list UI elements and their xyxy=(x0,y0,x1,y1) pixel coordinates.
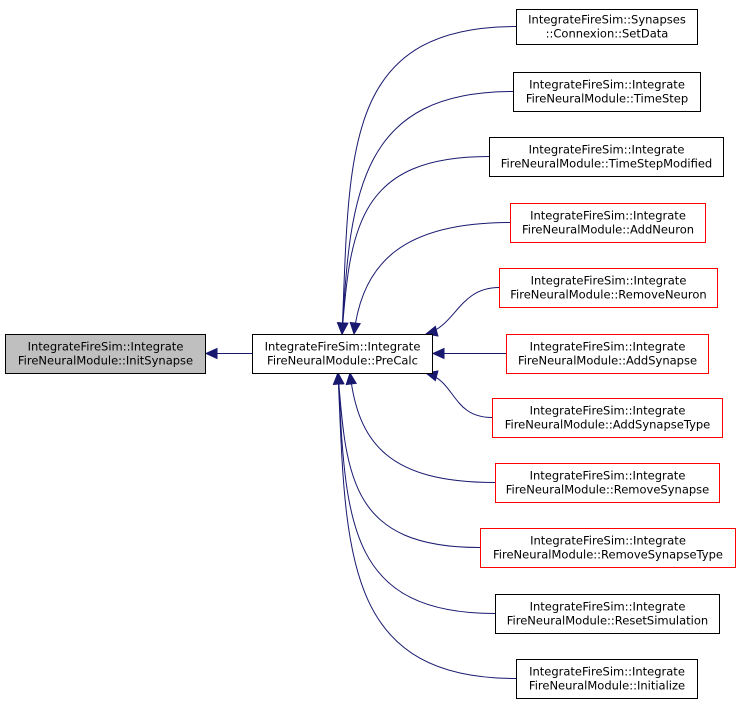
node-label-line: FireNeuralModule::AddSynapseType xyxy=(505,418,711,432)
edge-time-step-to-pre-calc xyxy=(336,91,514,336)
edge-arrow xyxy=(337,322,349,336)
node-label-line: FireNeuralModule::TimeStep xyxy=(526,92,688,106)
node-label-line: IntegrateFireSim::Integrate xyxy=(530,209,686,223)
node-label-line: IntegrateFireSim::Integrate xyxy=(530,404,686,418)
node-reset-simulation[interactable]: IntegrateFireSim::IntegrateFireNeuralMod… xyxy=(495,594,720,634)
node-remove-neuron[interactable]: IntegrateFireSim::IntegrateFireNeuralMod… xyxy=(499,268,718,308)
node-label-line: IntegrateFireSim::Integrate xyxy=(530,534,686,548)
edge-line xyxy=(341,26,517,335)
edge-line xyxy=(341,156,490,335)
edge-line xyxy=(341,91,514,335)
node-label-line: IntegrateFireSim::Integrate xyxy=(531,274,687,288)
node-label-line: IntegrateFireSim::Integrate xyxy=(530,340,686,354)
node-box xyxy=(5,334,206,374)
node-box xyxy=(506,334,709,374)
edge-arrow xyxy=(204,347,218,360)
nodes: IntegrateFireSim::IntegrateFireNeuralMod… xyxy=(5,9,736,699)
node-box xyxy=(480,528,736,568)
node-box xyxy=(492,398,723,438)
node-label-line: FireNeuralModule::RemoveNeuron xyxy=(510,288,706,302)
node-label-line: FireNeuralModule::AddNeuron xyxy=(522,223,694,237)
node-label-line: ::Connexion::SetData xyxy=(546,27,669,41)
node-box xyxy=(516,659,698,699)
node-pre-calc[interactable]: IntegrateFireSim::IntegrateFireNeuralMod… xyxy=(252,334,433,374)
node-label-line: IntegrateFireSim::Integrate xyxy=(265,340,421,354)
node-add-synapse-type[interactable]: IntegrateFireSim::IntegrateFireNeuralMod… xyxy=(492,398,723,438)
edge-line xyxy=(353,222,511,335)
node-box xyxy=(252,334,433,374)
node-label-line: FireNeuralModule::RemoveSynapse xyxy=(506,483,710,497)
edge-pre-calc-to-init-synapse xyxy=(204,347,252,360)
node-box xyxy=(489,137,724,177)
node-remove-synapse[interactable]: IntegrateFireSim::IntegrateFireNeuralMod… xyxy=(495,463,720,503)
edge-time-step-modified-to-pre-calc xyxy=(337,156,490,336)
node-box xyxy=(510,203,706,243)
node-box xyxy=(495,594,720,634)
edge-line xyxy=(337,372,481,548)
edge-line xyxy=(337,372,517,679)
edge-arrow xyxy=(345,371,358,386)
node-label-line: FireNeuralModule::AddSynapse xyxy=(518,354,697,368)
node-init-synapse[interactable]: IntegrateFireSim::IntegrateFireNeuralMod… xyxy=(5,334,206,374)
edge-add-synapse-to-pre-calc xyxy=(431,347,506,360)
node-box xyxy=(499,268,718,308)
node-box xyxy=(495,463,720,503)
edge-arrow xyxy=(349,321,362,336)
edge-arrow xyxy=(431,347,445,360)
node-time-step-modified[interactable]: IntegrateFireSim::IntegrateFireNeuralMod… xyxy=(489,137,724,177)
edge-line xyxy=(349,372,496,483)
node-label-line: FireNeuralModule::RemoveSynapseType xyxy=(493,548,723,562)
node-label-line: FireNeuralModule::ResetSimulation xyxy=(507,614,708,628)
node-label-line: IntegrateFireSim::Integrate xyxy=(529,143,685,157)
edge-remove-synapse-type-to-pre-calc xyxy=(333,371,481,548)
node-label-line: IntegrateFireSim::Integrate xyxy=(530,469,686,483)
node-label-line: IntegrateFireSim::Integrate xyxy=(529,665,685,679)
node-label-line: IntegrateFireSim::Integrate xyxy=(529,78,685,92)
node-label-line: FireNeuralModule::Initialize xyxy=(529,679,685,693)
node-time-step[interactable]: IntegrateFireSim::IntegrateFireNeuralMod… xyxy=(513,72,701,112)
node-label-line: IntegrateFireSim::Integrate xyxy=(530,600,686,614)
node-add-neuron[interactable]: IntegrateFireSim::IntegrateFireNeuralMod… xyxy=(510,203,706,243)
node-label-line: FireNeuralModule::InitSynapse xyxy=(18,354,193,368)
edge-remove-synapse-to-pre-calc xyxy=(345,371,496,483)
node-remove-synapse-type[interactable]: IntegrateFireSim::IntegrateFireNeuralMod… xyxy=(480,528,736,568)
edge-line xyxy=(425,287,500,335)
edge-add-synapse-type-to-pre-calc xyxy=(424,370,493,418)
node-box xyxy=(516,9,698,45)
node-label-line: IntegrateFireSim::Integrate xyxy=(28,340,184,354)
edge-line xyxy=(337,372,496,614)
node-add-synapse[interactable]: IntegrateFireSim::IntegrateFireNeuralMod… xyxy=(506,334,709,374)
node-initialize[interactable]: IntegrateFireSim::IntegrateFireNeuralMod… xyxy=(516,659,698,699)
node-set-data[interactable]: IntegrateFireSim::Synapses::Connexion::S… xyxy=(516,9,698,45)
node-box xyxy=(513,72,701,112)
node-label-line: FireNeuralModule::TimeStepModified xyxy=(501,157,712,171)
edge-reset-simulation-to-pre-calc xyxy=(332,371,496,614)
edge-initialize-to-pre-calc xyxy=(332,371,517,679)
node-label-line: FireNeuralModule::PreCalc xyxy=(267,354,418,368)
edge-remove-neuron-to-pre-calc xyxy=(424,287,500,337)
edge-add-neuron-to-pre-calc xyxy=(349,222,511,336)
node-label-line: IntegrateFireSim::Synapses xyxy=(528,13,686,27)
edge-arrow xyxy=(332,371,345,385)
